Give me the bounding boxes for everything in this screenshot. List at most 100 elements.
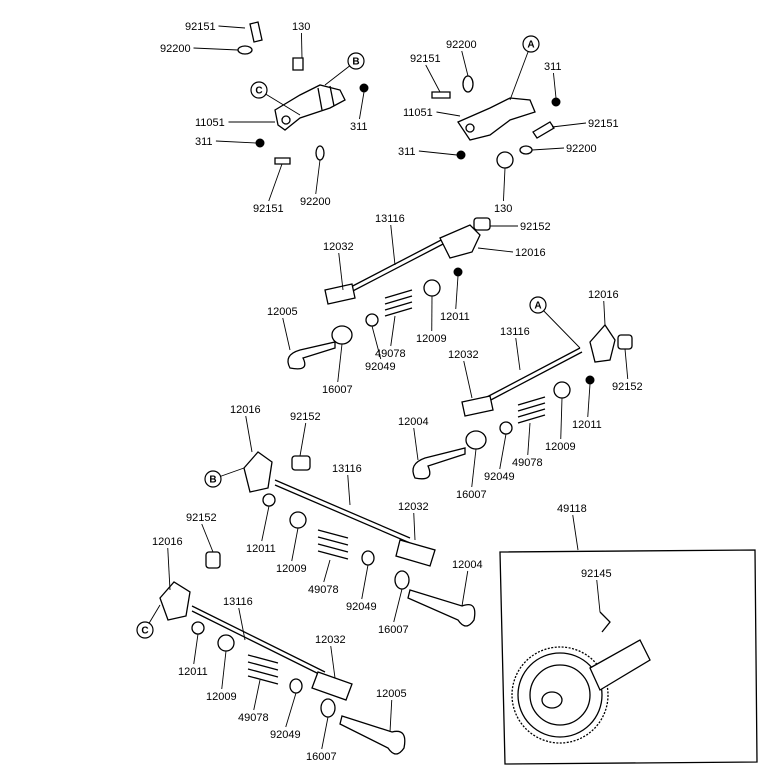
seal-92049-lower [290,679,302,693]
spring-49078-lower [248,655,278,684]
leader-line-92200 [462,51,468,76]
reference-marker-b: B [205,468,244,487]
part-label-92200: 92200 [566,143,597,155]
valve-set-upper [288,218,490,369]
part-label-13116: 13116 [223,596,253,608]
part-label-11051: 11051 [195,117,225,129]
reference-letter-a: A [527,40,534,51]
washer-92200-lower-left [316,146,324,160]
part-label-12032: 12032 [398,501,429,513]
part-label-92049: 92049 [484,471,515,483]
valve-12004-middle [408,590,475,626]
leader-line-16007 [338,344,342,382]
bracket-hole-right [466,124,474,132]
valve-set-right [413,325,632,479]
part-label-92049: 92049 [365,361,396,373]
washer-16007-right [466,431,486,449]
pushrod-13116-upper-edge [347,242,447,294]
leader-line-12009 [292,528,298,561]
part-label-49078: 49078 [308,584,339,596]
leader-line-12011 [194,634,198,664]
part-label-92151: 92151 [185,21,216,33]
part-label-12011: 12011 [572,419,602,431]
leader-line-16007 [472,449,476,487]
retainer-12009-middle [290,512,306,528]
retainer-12009-upper [424,280,440,296]
washer-92200-upper-right [463,76,473,92]
rocker-arm-12016-middle [244,452,272,492]
reference-marker-a: A [510,36,539,100]
leader-line-12032 [331,646,335,678]
part-label-12032: 12032 [315,634,346,646]
part-label-92200: 92200 [160,43,191,55]
part-label-12005: 12005 [267,306,298,318]
part-label-12016: 12016 [230,404,261,416]
part-label-49078: 49078 [238,712,269,724]
tappet-12032-right [462,396,493,416]
leader-line-311 [419,151,457,155]
part-label-13116: 13116 [500,326,530,338]
valve-12004-right [413,448,465,479]
leader-line-92200 [316,160,320,194]
retainer-12009-right [554,382,570,398]
part-label-92152: 92152 [520,221,551,233]
leader-line-12032 [464,361,472,398]
part-label-311: 311 [350,121,368,133]
nut-12011-lower [192,622,204,634]
leader-line-311 [359,92,364,119]
part-label-311: 311 [398,146,416,158]
part-label-92151: 92151 [253,203,284,215]
spring-49078-right [518,397,545,423]
reference-leader-a [510,44,531,100]
leader-line-92152 [625,349,628,379]
bolt-92151-lower-right [533,122,554,138]
bracket-11051-left-ribs [318,86,334,110]
reference-letter-b: B [209,475,216,486]
camshaft-gear-hub [542,692,562,708]
leader-line-49078 [528,423,530,455]
leader-line-12004 [462,571,468,606]
part-label-16007: 16007 [306,751,337,763]
leader-line-92151 [426,65,440,92]
leader-line-92151 [269,164,282,201]
valve-12005-upper [288,342,335,369]
seal-92049-upper [366,314,378,326]
tappet-12032-lower [312,672,352,700]
part-label-12016: 12016 [515,247,546,259]
part-label-12011: 12011 [178,666,208,678]
part-label-12032: 12032 [323,241,354,253]
tappet-12032-upper [325,284,355,304]
part-label-13116: 13116 [375,213,405,225]
nut-12011-right [586,376,594,384]
leader-line-92152 [202,524,213,552]
reference-letter-a: A [534,301,541,312]
rocker-arm-12016-upper [440,225,480,258]
pin-92152-lower [206,552,220,568]
washer-16007-upper [332,326,352,344]
washer-92200-lower-right [520,146,532,154]
reference-letter-b: B [352,57,359,68]
leader-line-12032 [339,253,343,290]
part-label-12009: 12009 [545,441,576,453]
camshaft-assembly [500,550,757,764]
valve-set-middle [244,452,475,626]
nut-311-left-upper [360,84,368,92]
seal-92049-middle [362,551,374,565]
retainer-12009-lower [218,635,234,651]
pin-92152-upper [474,218,490,230]
bolt-92151-upper-right [432,92,450,98]
leader-line-13116 [391,225,395,265]
leader-line-130 [301,33,302,58]
part-label-16007: 16007 [322,384,353,396]
nut-130-left [293,58,303,70]
nut-12011-upper [454,268,462,276]
part-label-12032: 12032 [448,349,479,361]
valve-set-lower [160,552,405,754]
spring-49078-middle [318,530,348,559]
leader-line-92151 [219,26,246,28]
leader-line-92049 [500,434,506,469]
bracket-11051-right [458,98,535,140]
part-label-92152: 92152 [186,512,217,524]
camshaft-lobes [590,640,650,690]
